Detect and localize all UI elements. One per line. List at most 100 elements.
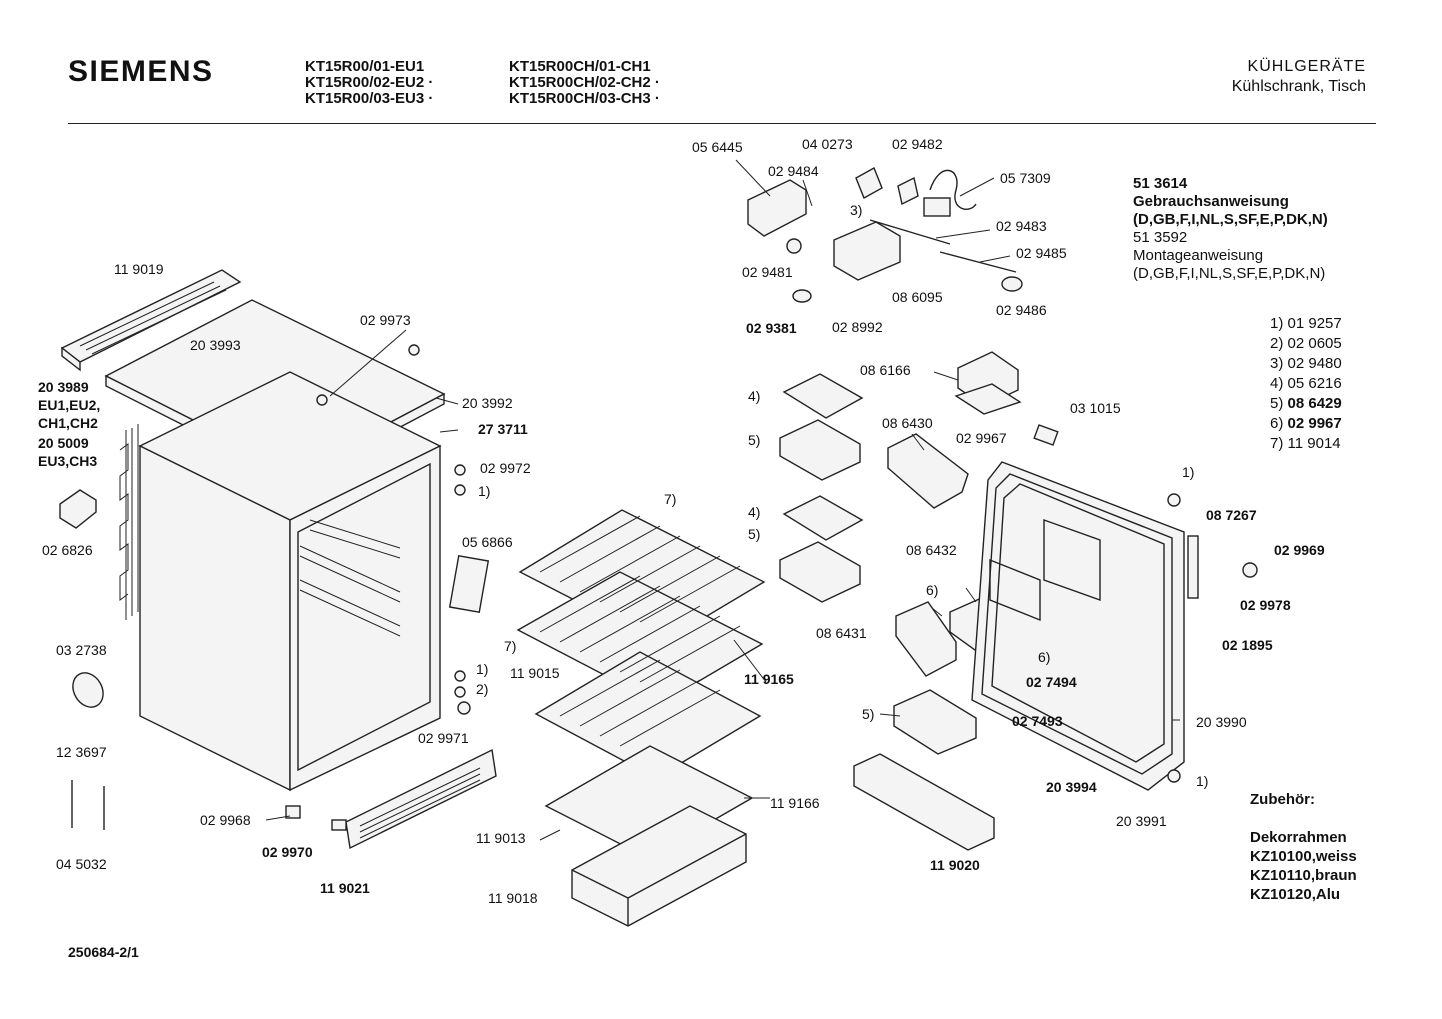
accessories-title: Dekorrahmen xyxy=(1250,829,1347,846)
doc-title: Montageanweisung xyxy=(1133,247,1264,264)
part-label: 08 6095 xyxy=(892,289,943,305)
part-label: 05 6445 xyxy=(692,139,743,155)
part-label: 27 3711 xyxy=(478,421,528,437)
part-label: CH1,CH2 xyxy=(38,415,98,431)
doc-code: 51 3614 xyxy=(1133,175,1188,192)
cabinet-body xyxy=(138,371,442,792)
reference-item: 7) 11 9014 xyxy=(1270,435,1341,452)
part-label: 02 9483 xyxy=(996,218,1047,234)
model-item: KT15R00CH/02-CH2 xyxy=(509,75,660,91)
part-label: 02 9973 xyxy=(360,312,411,328)
part-label: 02 9970 xyxy=(262,844,313,860)
part-label: 02 1895 xyxy=(1222,637,1273,653)
part-label: 2) xyxy=(476,681,489,697)
part-label: 02 9486 xyxy=(996,302,1047,318)
reference-item: 2) 02 0605 xyxy=(1270,335,1342,352)
part-label: 20 3989 xyxy=(38,379,89,395)
accessory-item: KZ10110,braun xyxy=(1250,867,1357,884)
reference-item: 3) 02 9480 xyxy=(1270,355,1342,372)
part-label: 5) xyxy=(748,432,761,448)
part-label: 08 6430 xyxy=(882,415,933,431)
part-label: 02 9971 xyxy=(418,730,469,746)
vegetable-crisper xyxy=(571,805,747,927)
condenser-coil xyxy=(119,424,139,620)
part-label: 6) xyxy=(1038,649,1051,665)
model-item: KT15R00CH/03-CH3 xyxy=(509,91,660,107)
part-label: 02 9485 xyxy=(1016,245,1067,261)
part-label: 11 9019 xyxy=(114,261,164,277)
hardware-parts xyxy=(59,344,1258,831)
top-grille xyxy=(60,269,242,372)
part-label: 02 9484 xyxy=(768,163,819,179)
part-label: 20 3993 xyxy=(190,337,241,353)
part-label: 11 9013 xyxy=(476,830,526,846)
part-label: 11 9020 xyxy=(930,857,980,873)
header-divider xyxy=(68,123,1376,124)
part-label: 02 7493 xyxy=(1012,713,1063,729)
part-label: 04 0273 xyxy=(802,136,853,152)
category-block: KÜHLGERÄTE Kühlschrank, Tisch xyxy=(1232,57,1366,97)
part-label: 1) xyxy=(1196,773,1209,789)
part-label: 1) xyxy=(478,483,491,499)
part-label: 4) xyxy=(748,504,761,520)
part-label: 02 9481 xyxy=(742,264,793,280)
part-label: EU1,EU2, xyxy=(38,397,101,413)
plinth-grille xyxy=(345,748,497,850)
part-label: 08 6166 xyxy=(860,362,911,378)
model-item: KT15R00/01-EU1 xyxy=(305,58,425,75)
model-item: KT15R00/02-EU2 xyxy=(305,75,433,91)
part-label: 20 3991 xyxy=(1116,813,1167,829)
reference-list: 1) 01 9257 2) 02 0605 3) 02 9480 4) 05 6… xyxy=(1270,314,1342,454)
part-label: 5) xyxy=(748,526,761,542)
part-label: 1) xyxy=(1182,464,1195,480)
part-label: 04 5032 xyxy=(56,856,107,872)
brand-logo: SIEMENS xyxy=(68,55,214,88)
door xyxy=(971,461,1185,791)
reference-item: 5) 08 6429 xyxy=(1270,395,1342,412)
part-label: 02 8992 xyxy=(832,319,883,335)
part-label: 5) xyxy=(862,706,875,722)
model-item: KT15R00/03-EU3 xyxy=(305,91,433,107)
part-label: 3) xyxy=(850,202,863,218)
thermostat-assembly xyxy=(747,167,1023,303)
part-label: 11 9018 xyxy=(488,890,538,906)
part-label: 11 9165 xyxy=(744,671,794,687)
model-item: KT15R00CH/01-CH1 xyxy=(509,58,651,75)
part-label: 03 2738 xyxy=(56,642,107,658)
documentation-list: 51 3614 Gebrauchsanweisung (D,GB,F,I,NL,… xyxy=(1133,175,1328,283)
leader-lines xyxy=(265,159,1180,841)
part-label: 02 9381 xyxy=(746,320,797,336)
part-label: 6) xyxy=(926,582,939,598)
part-label: 12 3697 xyxy=(56,744,107,760)
reference-item: 1) 01 9257 xyxy=(1270,315,1342,332)
drawing-number: 250684-2/1 xyxy=(68,944,139,960)
part-label: 7) xyxy=(504,638,517,654)
part-label: 02 6826 xyxy=(42,542,93,558)
accessory-item: KZ10100,weiss xyxy=(1250,848,1357,865)
part-label: 08 6431 xyxy=(816,625,867,641)
part-label: 05 6866 xyxy=(462,534,513,550)
part-label: 20 3990 xyxy=(1196,714,1247,730)
model-list-left: KT15R00/01-EU1 KT15R00/02-EU2 KT15R00/03… xyxy=(305,59,433,107)
part-label: 4) xyxy=(748,388,761,404)
part-label: 1) xyxy=(476,661,489,677)
part-label: 05 7309 xyxy=(1000,170,1051,186)
doc-languages: (D,GB,F,I,NL,S,SF,E,P,DK,N) xyxy=(1133,265,1326,282)
part-label: 02 7494 xyxy=(1026,674,1077,690)
part-label: 03 1015 xyxy=(1070,400,1121,416)
accessories-block: Zubehör: Dekorrahmen KZ10100,weiss KZ101… xyxy=(1250,790,1357,904)
accessory-item: KZ10120,Alu xyxy=(1250,886,1341,903)
doc-code: 51 3592 xyxy=(1133,229,1188,246)
category-title: KÜHLGERÄTE xyxy=(1247,58,1366,75)
part-label: 11 9166 xyxy=(770,795,820,811)
doc-title: Gebrauchsanweisung xyxy=(1133,193,1289,210)
reference-item: 4) 05 6216 xyxy=(1270,375,1342,392)
reference-item: 6) 02 9967 xyxy=(1270,415,1342,432)
part-label: 02 9969 xyxy=(1274,542,1325,558)
part-label: 20 3992 xyxy=(462,395,513,411)
accessories-heading: Zubehör: xyxy=(1250,791,1315,808)
part-label: 20 5009 xyxy=(38,435,89,451)
part-label: 08 6432 xyxy=(906,542,957,558)
part-label: EU3,CH3 xyxy=(38,453,98,469)
